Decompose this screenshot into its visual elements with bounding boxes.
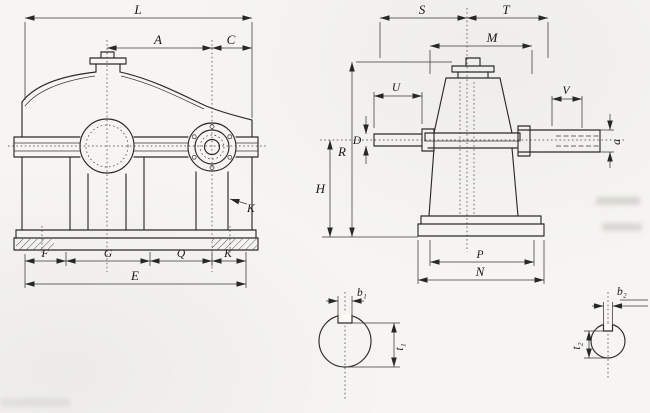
dim-label-A: A bbox=[153, 32, 162, 47]
scan-artifact bbox=[596, 197, 640, 205]
dim-label-L: L bbox=[133, 2, 141, 17]
base-hatch-left bbox=[16, 239, 54, 250]
shaft-section-detail-1: b₁ t₁ bbox=[318, 287, 406, 400]
dim-label-t2: t₂ bbox=[571, 342, 583, 349]
dim-label-G: G bbox=[104, 248, 113, 260]
scan-artifact bbox=[0, 398, 70, 407]
dim-label-D: D bbox=[352, 135, 362, 147]
main-bore-circle bbox=[79, 118, 135, 174]
dim-label-U: U bbox=[392, 82, 401, 94]
front-view-dimensions: L A C K F G Q K E bbox=[24, 2, 256, 288]
dim-label-R: R bbox=[337, 144, 346, 159]
dim-label-M: M bbox=[486, 30, 499, 45]
dim-label-N: N bbox=[475, 264, 486, 279]
dim-label-a: a bbox=[611, 139, 623, 145]
front-view-bores bbox=[79, 118, 237, 174]
side-view: S T M U V D a bbox=[315, 2, 626, 284]
bearing-cover-circle bbox=[187, 122, 237, 172]
dim-label-H: H bbox=[315, 181, 326, 196]
dim-label-b2: b₂ bbox=[617, 286, 627, 298]
side-view-housing bbox=[417, 57, 545, 237]
side-view-dimensions: S T M U V D a bbox=[315, 2, 623, 284]
front-view-housing bbox=[13, 51, 259, 251]
dim-label-K: K bbox=[223, 248, 233, 260]
dim-label-V: V bbox=[562, 85, 571, 97]
dim-label-t1: t₁ bbox=[394, 343, 406, 350]
scan-artifact bbox=[602, 223, 642, 231]
dim-label-C: C bbox=[227, 32, 236, 47]
dim-label-E: E bbox=[130, 268, 139, 283]
side-view-centerlines bbox=[320, 8, 626, 252]
dim-label-K-callout: K bbox=[246, 203, 256, 215]
dim-label-P: P bbox=[475, 249, 483, 261]
front-view: L A C K F G Q K E bbox=[8, 2, 268, 288]
dim-label-T: T bbox=[502, 2, 510, 17]
front-view-centerlines bbox=[8, 40, 268, 272]
dim-label-S: S bbox=[419, 2, 426, 17]
dim-label-F: F bbox=[40, 248, 49, 260]
side-view-shafts bbox=[373, 125, 601, 157]
shaft-section-detail-2: b₂ t₂ bbox=[571, 286, 648, 380]
dim-label-b1: b₁ bbox=[357, 287, 367, 299]
base-hatch-right bbox=[212, 239, 257, 250]
dim-label-Q: Q bbox=[177, 248, 186, 260]
